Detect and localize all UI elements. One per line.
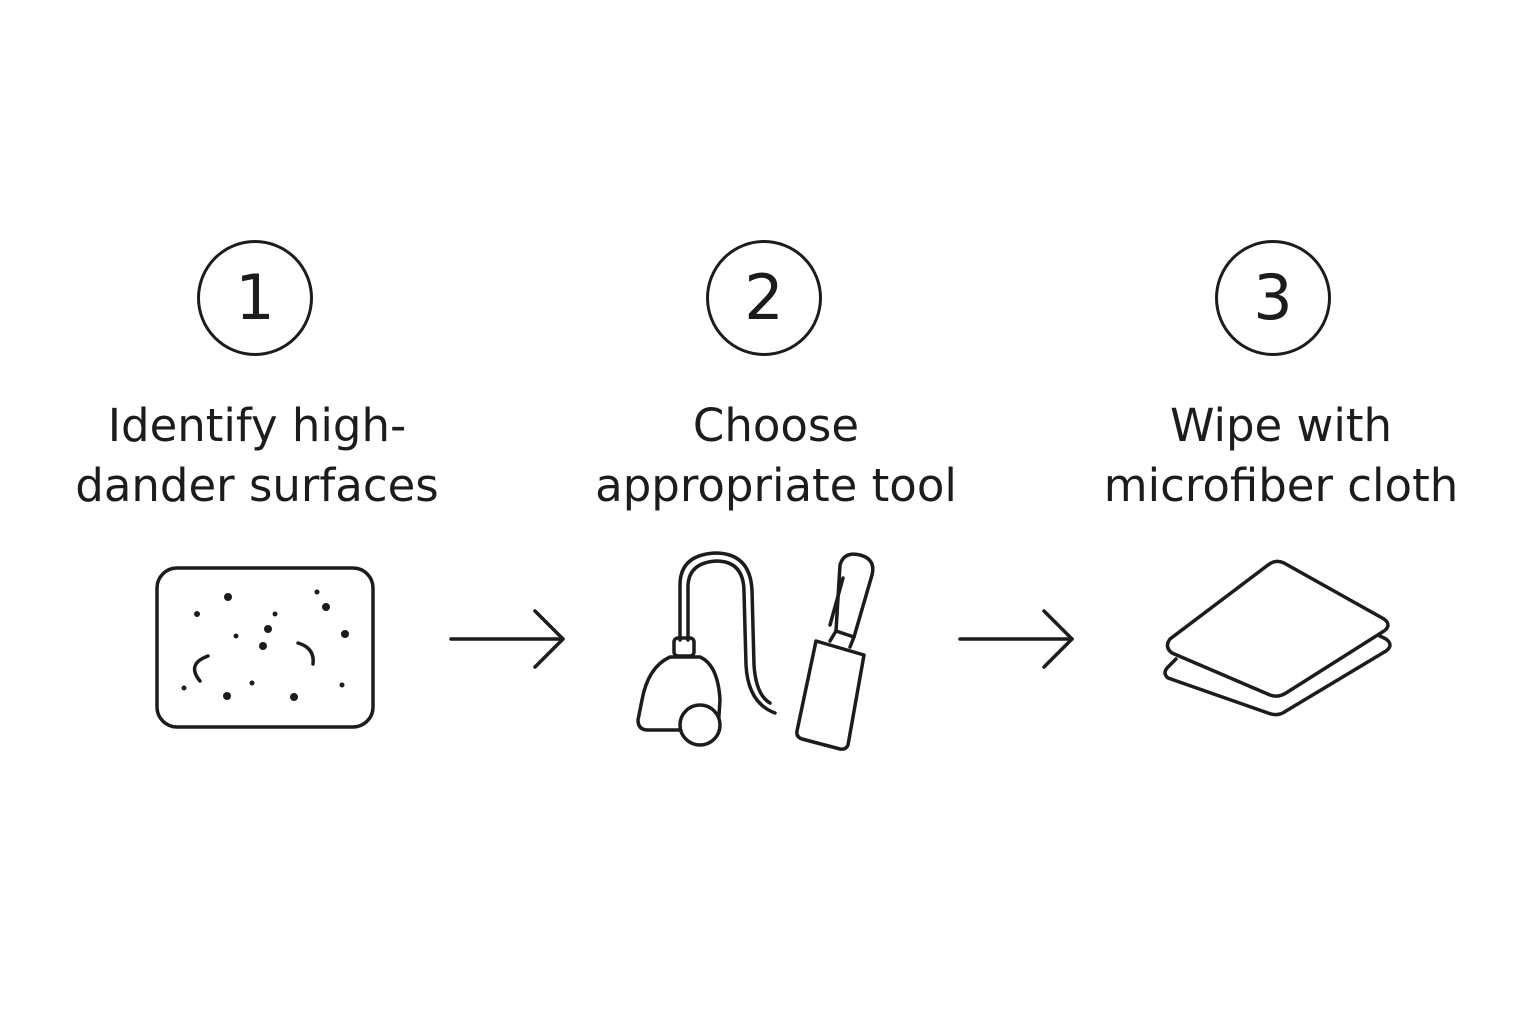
step-1: 1 Identify high- dander surfaces [0,0,520,1024]
step-title-line: microfiber cloth [1103,459,1459,512]
dander-surface-icon [155,566,375,729]
step-title-line: dander surfaces [75,459,439,512]
step-number-circle: 3 [1215,240,1331,356]
arrow-right-icon [958,609,1074,669]
step-title: Identify high- dander surfaces [0,396,517,516]
step-number-circle: 1 [197,240,313,356]
step-title: Wipe with microfiber cloth [1021,396,1536,516]
vacuum-and-lint-roller-icon [636,551,875,751]
step-number-circle: 2 [706,240,822,356]
step-title: Choose appropriate tool [516,396,1036,516]
step-number: 3 [1253,261,1293,334]
step-title-line: Identify high- [107,399,407,452]
step-title-line: Wipe with [1169,399,1393,452]
step-2: 2 Choose appropriate tool [508,0,1028,1024]
step-title-line: Choose [692,399,860,452]
step-3: 3 Wipe with microfiber cloth [1018,0,1536,1024]
step-number: 2 [744,261,784,334]
arrow-right-icon [449,609,565,669]
microfiber-cloth-icon [1163,559,1392,717]
step-title-line: appropriate tool [595,459,957,512]
step-number: 1 [235,261,275,334]
